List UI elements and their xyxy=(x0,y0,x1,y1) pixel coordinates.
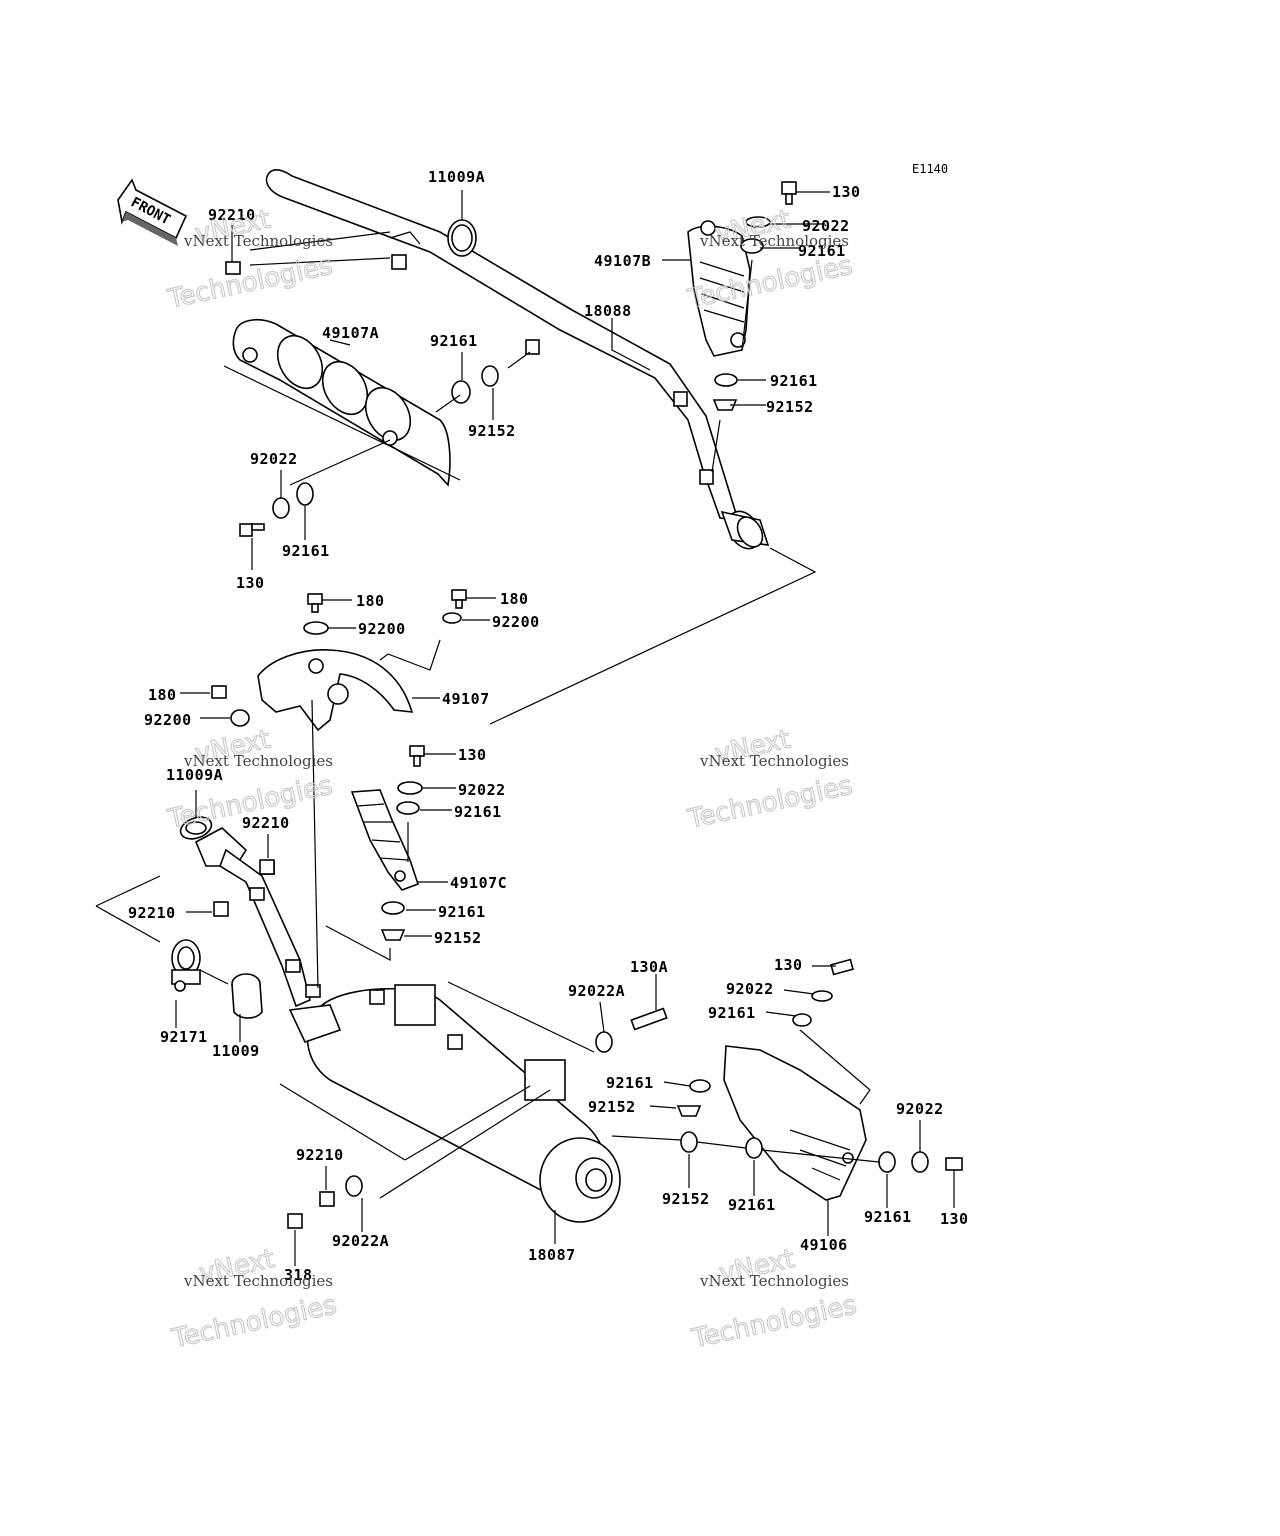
part-label: 49107C xyxy=(450,874,507,892)
heat-guard-49107 xyxy=(257,649,414,732)
bolt-icon xyxy=(451,589,467,609)
muffler-guard-49106 xyxy=(723,1045,867,1201)
part-label: 49107 xyxy=(442,690,490,708)
diagram-code: E1140 xyxy=(912,162,948,176)
part-label: 92161 xyxy=(708,1004,756,1022)
heat-guard-49107A xyxy=(232,318,451,487)
leader-lines xyxy=(95,190,955,1266)
part-label: 92022A xyxy=(568,982,625,1000)
part-label: 92200 xyxy=(492,613,540,631)
watermark: vNext Technologies vNext Technologies vN… xyxy=(164,204,860,1355)
svg-text:Technologies: Technologies xyxy=(165,251,336,315)
part-label: 92161 xyxy=(728,1196,776,1214)
part-label: 92161 xyxy=(282,542,330,560)
part-label: 18087 xyxy=(528,1246,576,1264)
svg-text:vNext Technologies: vNext Technologies xyxy=(699,1272,849,1290)
part-label: 92161 xyxy=(770,372,818,390)
part-label: 49107A xyxy=(322,324,379,342)
svg-text:Technologies: Technologies xyxy=(689,1290,860,1354)
part-label: 11009A xyxy=(428,168,485,186)
part-label: 180 xyxy=(148,686,177,704)
svg-text:Technologies: Technologies xyxy=(169,1290,340,1354)
bolt-icon xyxy=(945,1157,963,1171)
part-label: 92161 xyxy=(454,803,502,821)
part-label: 130 xyxy=(458,746,487,764)
heat-guard-49107C xyxy=(350,789,420,891)
muffler-18087 xyxy=(288,984,621,1223)
part-label: 130 xyxy=(940,1210,969,1228)
bolt-icon xyxy=(781,181,797,205)
clamp-92171 xyxy=(171,939,201,992)
part-label: 49107B xyxy=(594,252,651,270)
svg-text:vNext Technologies: vNext Technologies xyxy=(183,752,333,770)
bolt-icon xyxy=(409,745,425,767)
part-label: 92022 xyxy=(458,781,506,799)
part-label: 92161 xyxy=(798,242,846,260)
part-label: 92171 xyxy=(160,1028,208,1046)
part-label: 92152 xyxy=(766,398,814,416)
bolt-icon xyxy=(211,685,227,699)
svg-text:vNext Technologies: vNext Technologies xyxy=(699,232,849,250)
sleeve-11009 xyxy=(231,973,263,1019)
part-label: 92022 xyxy=(250,450,298,468)
svg-text:vNext Technologies: vNext Technologies xyxy=(699,752,849,770)
bolt-icon xyxy=(630,1007,668,1031)
part-label: 92022 xyxy=(802,217,850,235)
part-label: 92152 xyxy=(662,1190,710,1208)
part-label: 92161 xyxy=(864,1208,912,1226)
part-label: 130 xyxy=(832,183,861,201)
part-label: 92161 xyxy=(430,332,478,350)
part-label: 92161 xyxy=(606,1074,654,1092)
part-label: 92022 xyxy=(896,1100,944,1118)
part-label: 92210 xyxy=(242,814,290,832)
part-label: 49106 xyxy=(800,1236,848,1254)
part-label: 92200 xyxy=(358,620,406,638)
svg-text:vNext Technologies: vNext Technologies xyxy=(183,232,333,250)
part-label: 180 xyxy=(500,590,529,608)
part-label: 180 xyxy=(356,592,385,610)
part-label: 11009A xyxy=(166,766,223,784)
part-label: 92161 xyxy=(438,903,486,921)
heat-guard-49107B xyxy=(687,220,751,357)
part-label: 92022A xyxy=(332,1232,389,1250)
svg-text:vNext Technologies: vNext Technologies xyxy=(183,1272,333,1290)
bolt-icon xyxy=(307,593,323,613)
part-label: 92022 xyxy=(726,980,774,998)
exhaust-pipe-18088 xyxy=(265,169,770,550)
part-label: 92200 xyxy=(144,711,192,729)
part-label: 92210 xyxy=(296,1146,344,1164)
front-arrow-icon: FRONT xyxy=(117,178,188,246)
part-label: 130 xyxy=(236,574,265,592)
bolt-icon xyxy=(830,958,854,976)
part-label: 92152 xyxy=(434,929,482,947)
part-label: 92152 xyxy=(588,1098,636,1116)
svg-text:Technologies: Technologies xyxy=(685,771,856,835)
part-label: 92210 xyxy=(208,206,256,224)
part-label: 130 xyxy=(774,956,803,974)
part-labels: 11009A 130 92022 92161 49107B 92210 4910… xyxy=(128,168,969,1284)
part-label: 130A xyxy=(630,958,668,976)
part-label: 11009 xyxy=(212,1042,260,1060)
bolt-icon xyxy=(239,523,265,537)
part-label: 18088 xyxy=(584,302,632,320)
part-label: 92152 xyxy=(468,422,516,440)
part-label: 92210 xyxy=(128,904,176,922)
part-label: 318 xyxy=(284,1266,313,1284)
